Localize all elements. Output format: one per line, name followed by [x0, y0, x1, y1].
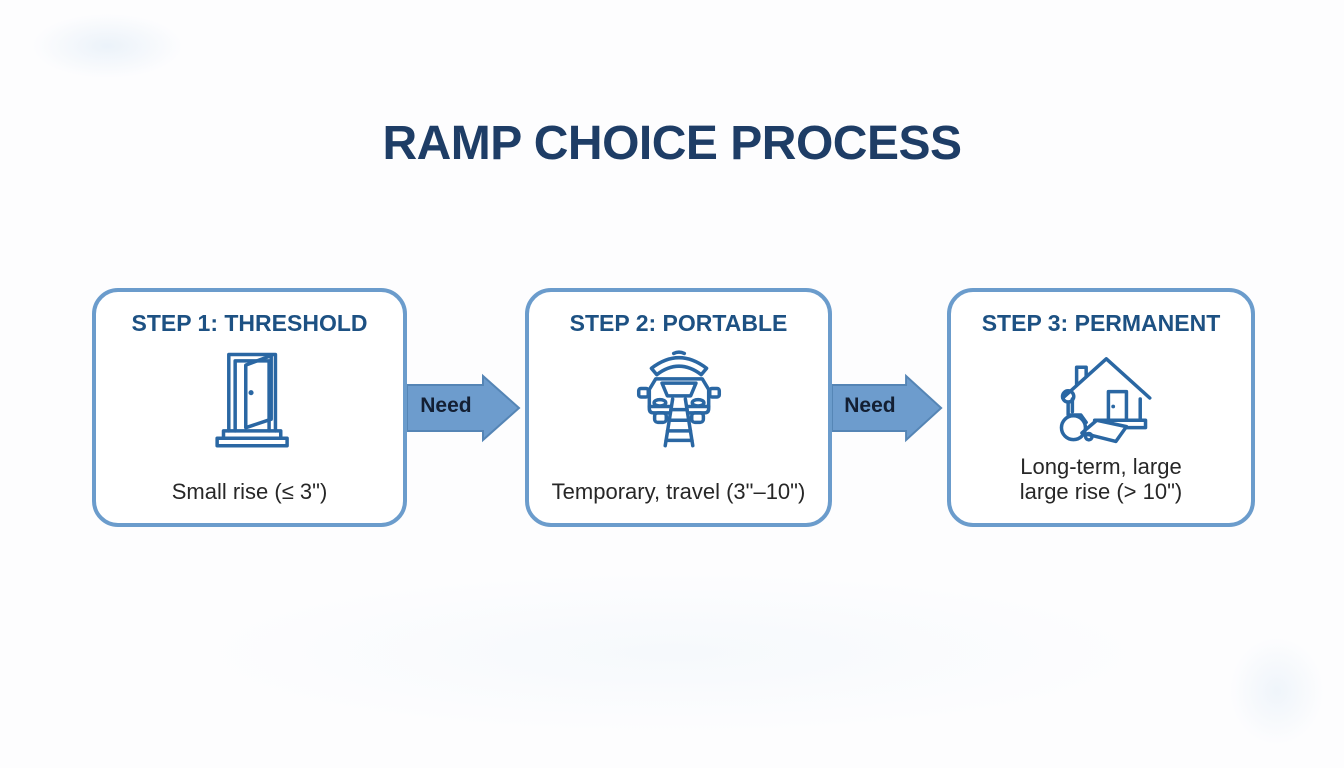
page-title: RAMP CHOICE PROCESS — [382, 117, 962, 170]
step-card-threshold: STEP 1: THRESHOLD Small rise (≤ 3") — [92, 288, 407, 527]
step-description: Long-term, large large rise (> 10") — [1019, 453, 1183, 505]
house-wheelchair-ramp-icon — [1047, 345, 1155, 451]
arrow-right-icon — [832, 373, 943, 443]
arrow-right-icon — [407, 373, 521, 443]
connector-need-1: Need — [407, 288, 525, 527]
step-title: STEP 3: PERMANENT — [981, 310, 1221, 336]
connector-need-2: Need — [832, 288, 947, 527]
step-description: Temporary, travel (3"–10") — [551, 479, 806, 505]
step-title: STEP 1: THRESHOLD — [131, 310, 368, 336]
connector-label: Need — [844, 394, 896, 417]
step-title: STEP 2: PORTABLE — [569, 310, 788, 336]
car-ramp-icon — [625, 345, 733, 451]
step-description: Small rise (≤ 3") — [171, 479, 328, 505]
connector-label: Need — [420, 394, 472, 417]
process-flow-row: STEP 1: THRESHOLD Small rise (≤ 3") — [92, 288, 1255, 527]
step-card-portable: STEP 2: PORTABLE — [525, 288, 832, 527]
step-card-permanent: STEP 3: PERMANENT — [947, 288, 1255, 527]
door-threshold-icon — [196, 345, 304, 451]
